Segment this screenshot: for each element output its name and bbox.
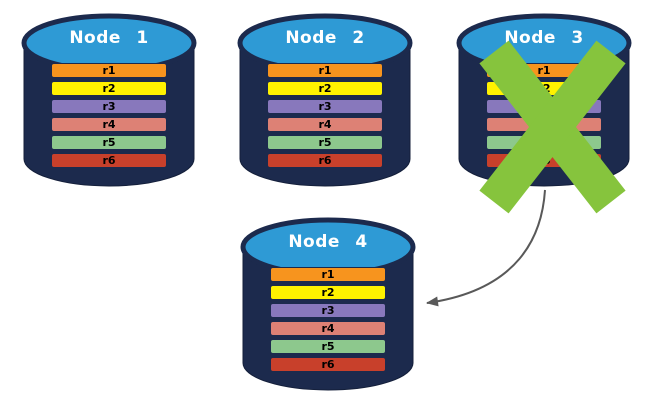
node-4-title: Node 4: [288, 232, 368, 252]
row-r3: r3: [486, 99, 602, 114]
node-3-title: Node 3: [504, 28, 584, 48]
row-r6: r6: [486, 153, 602, 168]
row-r6: r6: [267, 153, 383, 168]
cylinder-body: [242, 246, 414, 391]
node-3-cylinder: Node 3 r1 r2 r3 r4 r5 r6: [456, 10, 632, 214]
node-2-title: Node 2: [285, 28, 365, 48]
row-r4: r4: [486, 117, 602, 132]
row-r3: r3: [267, 99, 383, 114]
node-4-rows: r1 r2 r3 r4 r5 r6: [270, 267, 386, 375]
node-1-cylinder: Node 1 r1 r2 r3 r4 r5 r6: [21, 10, 197, 188]
row-r1: r1: [486, 63, 602, 78]
row-r4: r4: [267, 117, 383, 132]
row-r5: r5: [267, 135, 383, 150]
failover-arrow-icon: [426, 189, 546, 307]
node-4-cylinder: Node 4 r1 r2 r3 r4 r5 r6: [240, 214, 416, 392]
node-1-rows: r1 r2 r3 r4 r5 r6: [51, 63, 167, 171]
row-r6: r6: [51, 153, 167, 168]
node-3-rows: r1 r2 r3 r4 r5 r6: [486, 63, 602, 171]
node-2-cylinder: Node 2 r1 r2 r3 r4 r5 r6: [237, 10, 413, 188]
row-r5: r5: [51, 135, 167, 150]
arrow-curve: [426, 189, 546, 307]
row-r4: r4: [270, 321, 386, 336]
row-r2: r2: [270, 285, 386, 300]
row-r2: r2: [486, 81, 602, 96]
row-r1: r1: [267, 63, 383, 78]
row-r1: r1: [270, 267, 386, 282]
row-r5: r5: [270, 339, 386, 354]
cylinder-body: [239, 42, 411, 187]
row-r2: r2: [51, 81, 167, 96]
row-r6: r6: [270, 357, 386, 372]
row-r5: r5: [486, 135, 602, 150]
node-1-title: Node 1: [69, 28, 149, 48]
node-2-rows: r1 r2 r3 r4 r5 r6: [267, 63, 383, 171]
row-r4: r4: [51, 117, 167, 132]
row-r2: r2: [267, 81, 383, 96]
row-r1: r1: [51, 63, 167, 78]
cylinder-body: [23, 42, 195, 187]
row-r3: r3: [51, 99, 167, 114]
row-r3: r3: [270, 303, 386, 318]
